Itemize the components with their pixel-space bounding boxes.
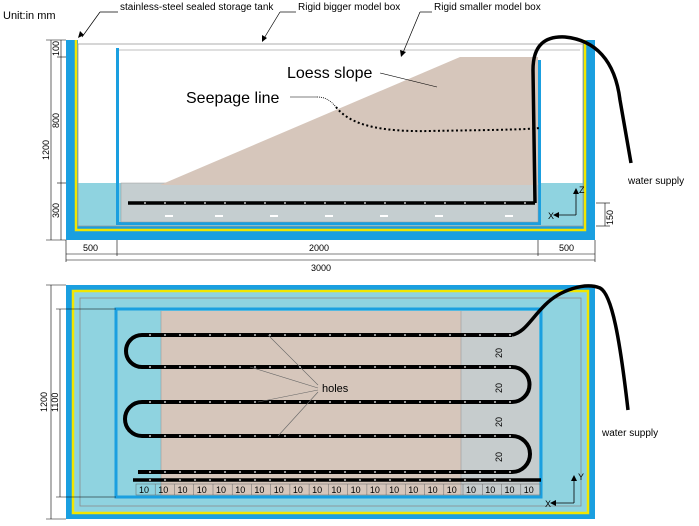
spacing-10-label: 10 xyxy=(505,485,515,495)
spacing-10-label: 10 xyxy=(331,485,341,495)
water-supply-top-label: water supply xyxy=(627,176,684,187)
loess-slope-label: Loess slope xyxy=(287,65,372,82)
spacing-10-label: 10 xyxy=(216,485,226,495)
spacing-20-label: 20 xyxy=(494,348,504,358)
spacing-20-label: 20 xyxy=(494,383,504,393)
spacing-10-label: 10 xyxy=(485,485,495,495)
dim-bottom-2000: 2000 xyxy=(309,243,329,253)
holes-label: holes xyxy=(322,383,349,395)
dim-left-1200: 1200 xyxy=(41,140,51,160)
spacing-10-label: 10 xyxy=(139,485,149,495)
dim-left-300: 300 xyxy=(51,203,61,218)
axis-z-label: Z xyxy=(579,185,585,195)
spacing-20-label: 20 xyxy=(494,452,504,462)
spacing-10-label: 10 xyxy=(158,485,168,495)
storage-tank-label: stainless-steel sealed storage tank xyxy=(120,2,274,13)
pipe-section-holes xyxy=(144,202,526,204)
loess-slope-body xyxy=(160,57,538,185)
water-supply-bottom-label: water supply xyxy=(601,428,658,439)
bottom-10-labels: 10 10 10 10 10 10 10 10 10 10 10 10 10 10 10 10 10 10 10 10… xyxy=(139,484,534,495)
smaller-box-right-wall xyxy=(538,60,541,225)
spacing-10-label: 10 xyxy=(235,485,245,495)
plan-axis-y: Y xyxy=(578,472,584,482)
plan-axis-x: X xyxy=(545,499,551,509)
spacing-10-label: 10 xyxy=(428,485,438,495)
unit-label: Unit:in mm xyxy=(3,10,56,22)
section-view xyxy=(46,11,633,262)
spacing-10-label: 10 xyxy=(466,485,476,495)
spacing-10-label: 10 xyxy=(447,485,457,495)
bigger-model-box xyxy=(77,43,584,227)
spacing-10-label: 10 xyxy=(524,485,534,495)
yellow-liner xyxy=(74,40,587,232)
smaller-box-label: Rigid smaller model box xyxy=(434,2,541,13)
dim-right-150: 150 xyxy=(605,210,615,225)
plan-dim-1200: 1200 xyxy=(39,392,49,412)
water-supply-pipe-plan xyxy=(511,284,630,411)
spacing-20-label: 20 xyxy=(494,417,504,427)
dim-bottom-500-left: 500 xyxy=(83,243,98,253)
bigger-box-label: Rigid bigger model box xyxy=(298,2,400,13)
base-drain-marks xyxy=(165,215,513,217)
bottom-10-row-frame xyxy=(135,483,541,496)
plan-dim-1100: 1100 xyxy=(50,393,60,412)
spacing-10-label: 10 xyxy=(254,485,264,495)
seepage-line xyxy=(335,106,541,133)
plan-view xyxy=(46,284,630,520)
smaller-box-left-wall xyxy=(116,48,119,224)
dim-left-100: 100 xyxy=(51,41,61,56)
right-20-labels: 20 20 20 20 xyxy=(494,348,504,462)
spacing-10-label: 10 xyxy=(370,485,380,495)
spacing-10-label: 10 xyxy=(389,485,399,495)
storage-tank-floor xyxy=(66,226,595,240)
spacing-10-label: 10 xyxy=(408,485,418,495)
spacing-10-label: 10 xyxy=(197,485,207,495)
plan-pipe-holes xyxy=(149,334,511,481)
plan-bigger-box xyxy=(79,297,582,507)
water-supply-pipe-section xyxy=(531,35,633,204)
dim-bottom-3000: 3000 xyxy=(311,263,331,273)
plan-smaller-box xyxy=(114,307,543,499)
seepage-line-label: Seepage line xyxy=(186,90,280,107)
spacing-10-label: 10 xyxy=(178,485,188,495)
spacing-10-label: 10 xyxy=(312,485,322,495)
serpentine-pipe xyxy=(123,333,532,474)
dim-left-800: 800 xyxy=(51,113,61,128)
spacing-10-label: 10 xyxy=(351,485,361,495)
smaller-box-floor xyxy=(116,222,540,225)
spacing-10-label: 10 xyxy=(293,485,303,495)
dim-bottom-500-right: 500 xyxy=(559,243,574,253)
spacing-10-label: 10 xyxy=(274,485,284,495)
plan-yellow-liner xyxy=(71,289,590,515)
axis-x-label: X xyxy=(548,211,554,221)
